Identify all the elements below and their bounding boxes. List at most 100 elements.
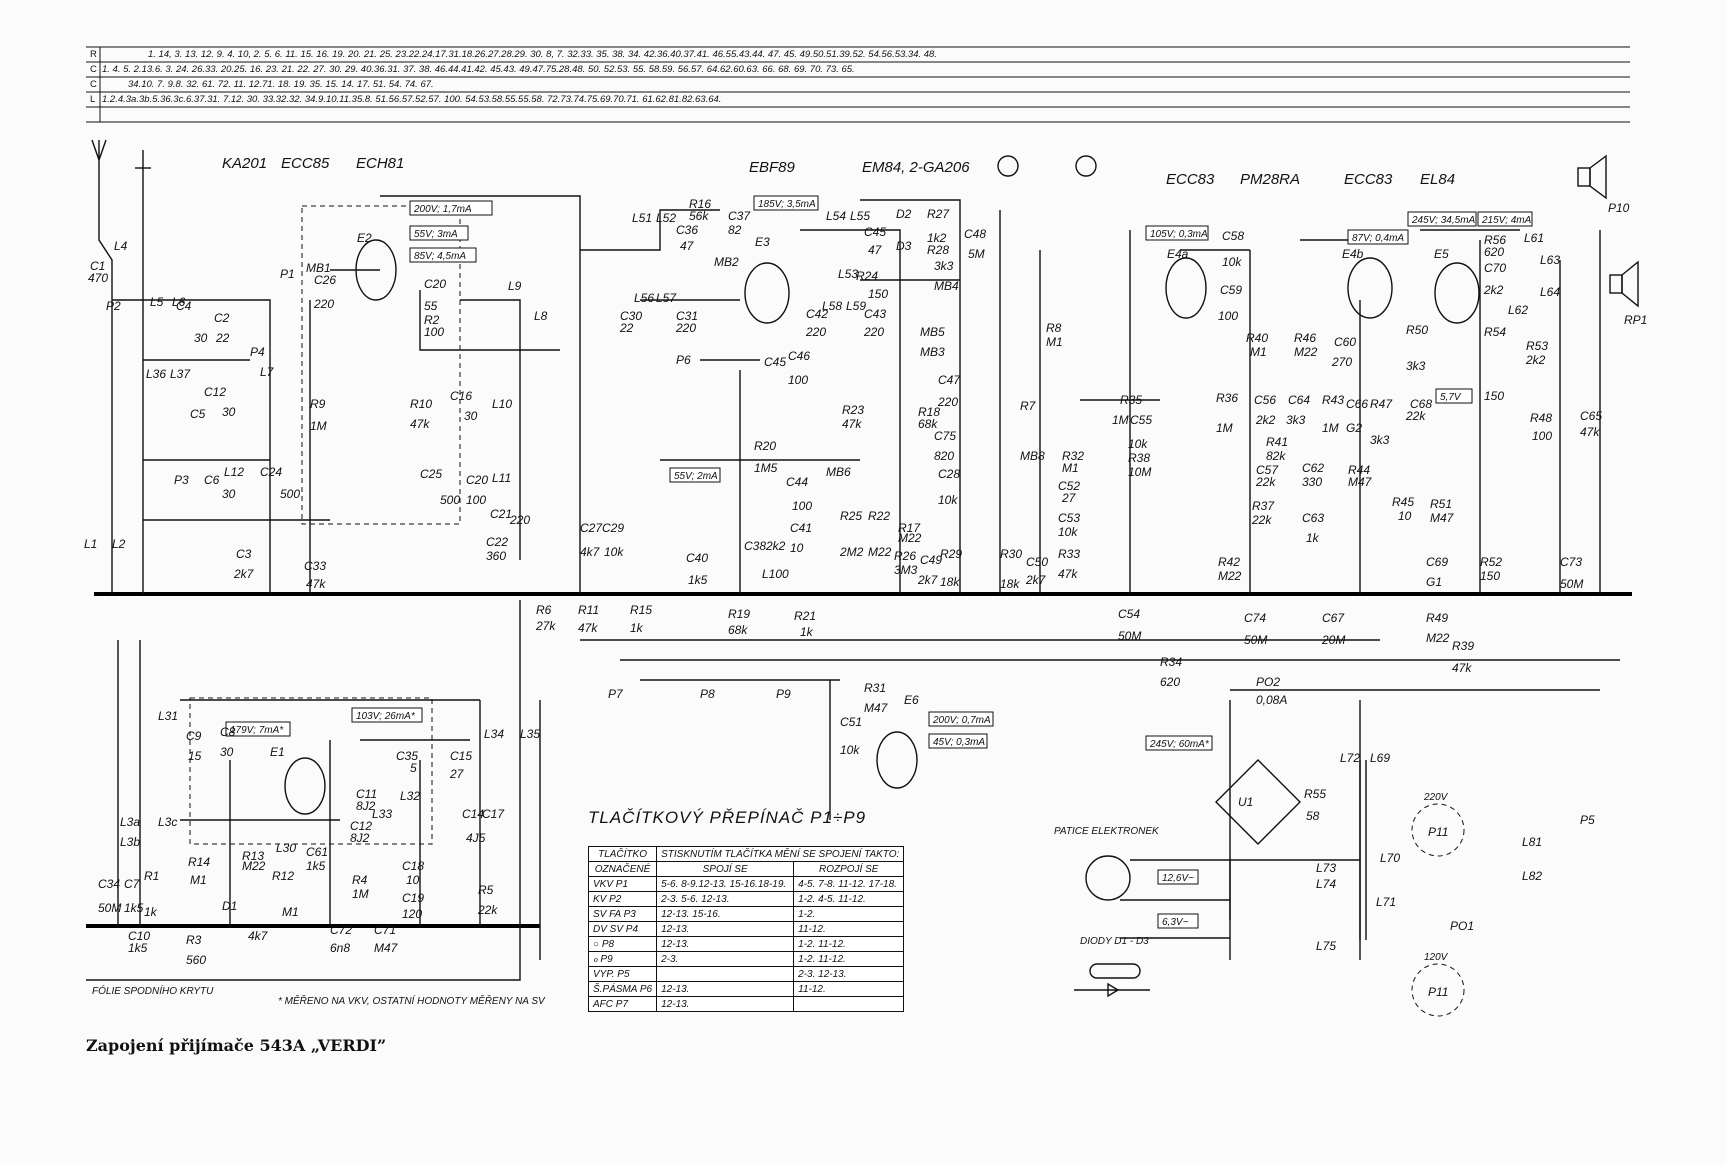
component-value: 27 [449,767,465,781]
component-label: C31 [676,309,698,323]
inductor-label: L33 [372,807,392,821]
tube-e3 [744,262,790,324]
component-label: R1 [144,869,159,883]
component-value: 18k [1000,577,1020,591]
inductor-label: L82 [1522,869,1542,883]
component-value: M47 [1348,475,1373,489]
table-cell: ○ P8 [587,936,658,952]
component-value: 30 [220,745,234,759]
component-value: 15 [188,749,202,763]
component-value: 50M [1118,629,1141,643]
voltage-label: 103V; 26mA* [356,711,416,722]
switch-id: P1 [615,878,629,890]
ground-icon [135,150,151,190]
inductor-label: L1 [84,537,97,551]
component-value: M47 [374,941,399,955]
inductor-label: L2 [112,537,126,551]
inductor-label: L57 [656,291,677,305]
table-cell: ℴ P9 [587,951,658,967]
component-value: 47k [410,417,430,431]
inductor-label: L30 [276,841,296,855]
component-value: M1 [190,873,207,887]
component-label: C14 [462,807,484,821]
component-label: R42 [1218,555,1240,569]
component-label: R40 [1246,331,1268,345]
tube-type-ebf89: EBF89 [749,159,796,176]
component-label: C66 [1346,397,1368,411]
component-value: 4k7 [248,929,269,943]
tube-designator: E5 [1434,247,1449,261]
component-value: 30 [222,487,236,501]
component-label: R18 [918,405,940,419]
inductor-label: L74 [1316,877,1336,891]
component-label: R7 [1020,399,1037,413]
table-header: OZNAČENÉ [587,861,658,877]
component-value: 10k [1128,437,1148,451]
component-label: R6 [536,603,552,617]
wiring [86,190,1620,981]
component-label: C71 [374,923,396,937]
component-value: 55 [424,299,438,313]
switch-id: P7 [615,998,629,1010]
table-row: SV FA P3 12-13. 15-16. 1-2. [587,906,905,922]
voltage-label: 6,3V~ [1162,917,1189,928]
component-value: 100 [466,493,486,507]
component-label: R52 [1480,555,1502,569]
inductor-label: L62 [1508,303,1528,317]
component-value: M22 [1426,631,1450,645]
component-label: C7 [124,877,141,891]
component-value: 10k [1222,255,1242,269]
ref-row-values: 1. 14, 3. 13. 12. 9. 4. 10, 2. 5. 6. 11.… [148,49,937,60]
component-label: R50 [1406,323,1428,337]
inductor-label: L37 [170,367,191,381]
tube-designator: E6 [904,693,919,707]
inductor-label: L56 [634,291,654,305]
component-label: C30 [620,309,642,323]
shield-frame [301,205,461,525]
inductor-label: L69 [1370,751,1390,765]
component-label: C21 [490,507,512,521]
component-value: 50M [98,901,121,915]
tube-type-el84: EL84 [1420,171,1455,188]
diode-icon [1074,963,1150,998]
table-cell: 1-2. [793,906,905,922]
tube-designator: E2 [357,231,372,245]
component-label: PO2 [1256,675,1280,689]
component-value: 10k [1058,525,1078,539]
component-label: R12 [272,869,294,883]
table-cell [793,996,905,1012]
table-cell: 2-3. 5-6. 12-13. [656,891,795,907]
component-value: M1 [1062,461,1079,475]
component-value: 3k3 [1370,433,1390,447]
button-name: VYP. [593,968,615,980]
inductor-label: L4 [114,239,128,253]
voltage-label: 215V; 4mA [1481,215,1532,226]
component-label: R36 [1216,391,1238,405]
component-label: C10 [128,929,150,943]
component-value: 22 [215,331,230,345]
component-value: 82 [728,223,742,237]
table-cell: 2-3. 12-13. [793,966,905,982]
tube-designator: E3 [755,235,770,249]
component-label: C4 [176,299,192,313]
diagram-caption: Zapojení přijímače 543A „VERDI” [86,1036,387,1055]
ref-row-values: 34.10. 7. 9.8. 32. 61. 72. 11. 12.71. 18… [128,79,434,90]
component-label: C19 [402,891,424,905]
component-value: 47k [1452,661,1472,675]
ref-row-key: R [90,49,97,60]
component-label: R17 [898,521,921,535]
component-label: R28 [927,243,949,257]
component-label: C34 [98,877,120,891]
tube-e4a [1165,257,1207,319]
component-label: MB4 [934,279,959,293]
component-value: 68k [918,417,938,431]
component-label: C2 [214,311,230,325]
component-value: 22k [1251,513,1272,527]
component-value: 4k7 [580,545,601,559]
voltage-label: 220V [1423,792,1449,803]
tuning-indicator-icon: ℴ [593,953,598,965]
component-value: 220 [805,325,826,339]
switch-labels: P1 P2 P3 P4 P5 P6 P7 P8 P9 [106,267,1595,827]
component-value: 220 [675,321,696,335]
